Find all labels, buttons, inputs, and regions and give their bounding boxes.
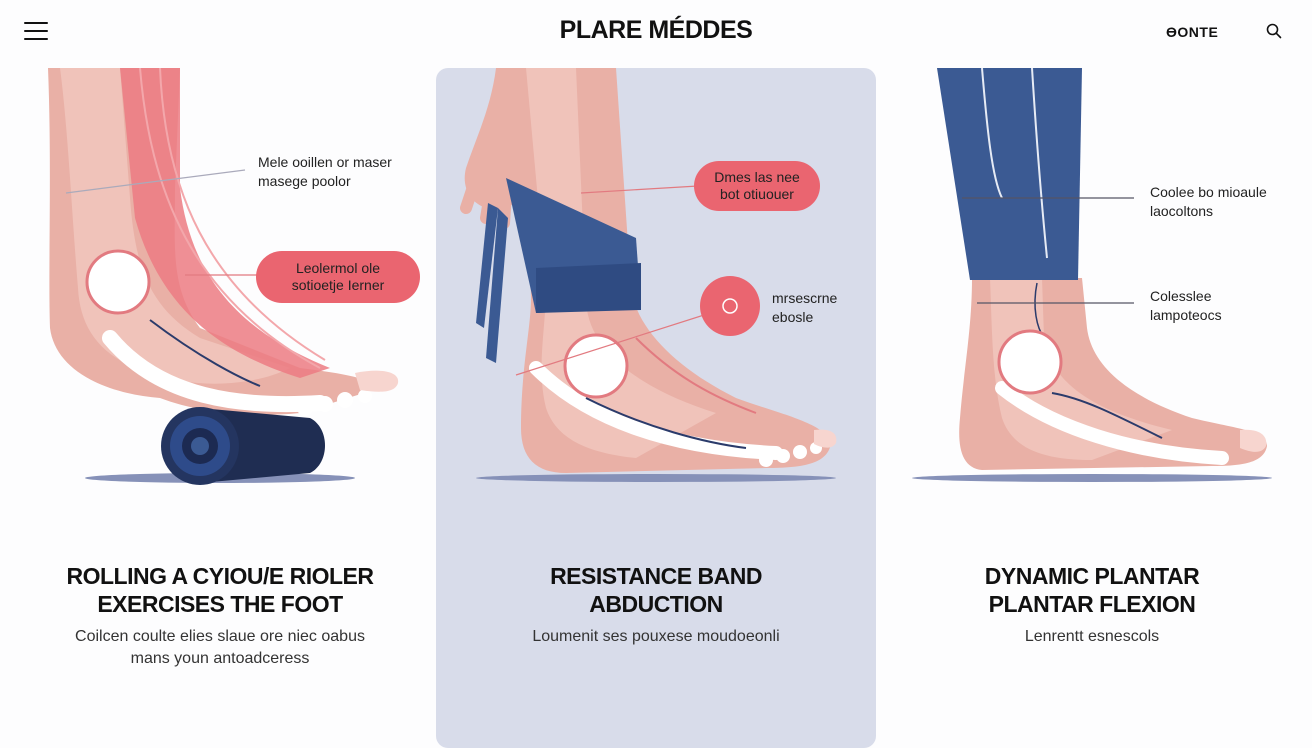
exercise-card-resistance-band[interactable]: Dmes las nee bot otiuouer mrsescrne ebos… <box>436 68 876 736</box>
top-bar: PLARE MÉDDES ƟONTE <box>0 0 1312 62</box>
exercise-card-plantar-flexion[interactable]: Coolee bo mioaule laocoltons Colesslee l… <box>872 68 1312 736</box>
exercise-card-rolling[interactable]: Mele ooillen or maser masegе poolor Leol… <box>0 68 440 736</box>
card-title: DYNAMIC PLANTAR PLANTAR FLEXION <box>984 563 1200 617</box>
foot-roller-illustration <box>48 68 399 485</box>
callout-label: Mele ooillen or maser masegе poolor <box>258 154 392 189</box>
callout-label: Colesslee lampoteocs <box>1150 288 1222 323</box>
card-title: RESISTANCE BAND ABDUCTION <box>550 563 762 617</box>
callout-pill: Dmes las nee bot otiuouer <box>694 161 820 211</box>
foot-flexion-illustration <box>912 68 1272 482</box>
card-title: ROLLING A CYIOU/E RIOLER EXERCISES THE F… <box>66 563 374 617</box>
brand-title: PLARE MÉDDES <box>559 16 753 44</box>
nav-link[interactable]: ƟONTE <box>1166 24 1219 40</box>
card-description: Coilcen coulte elies slaue ore niec oabu… <box>75 628 365 667</box>
callout-label: Coolee bo mioaule laocoltons <box>1150 184 1267 219</box>
hamburger-menu-icon[interactable] <box>24 22 48 42</box>
search-icon[interactable] <box>1265 22 1283 40</box>
foot-band-illustration <box>460 68 837 482</box>
card-description: Loumenit ses pouxese moudoeonli <box>532 628 780 645</box>
callout-label: mrsescrne ebosle <box>772 290 838 325</box>
callout-pill: Leolermol ole sotioetje Ierner <box>256 251 420 303</box>
card-description: Lenrentt esnescols <box>1024 628 1160 645</box>
